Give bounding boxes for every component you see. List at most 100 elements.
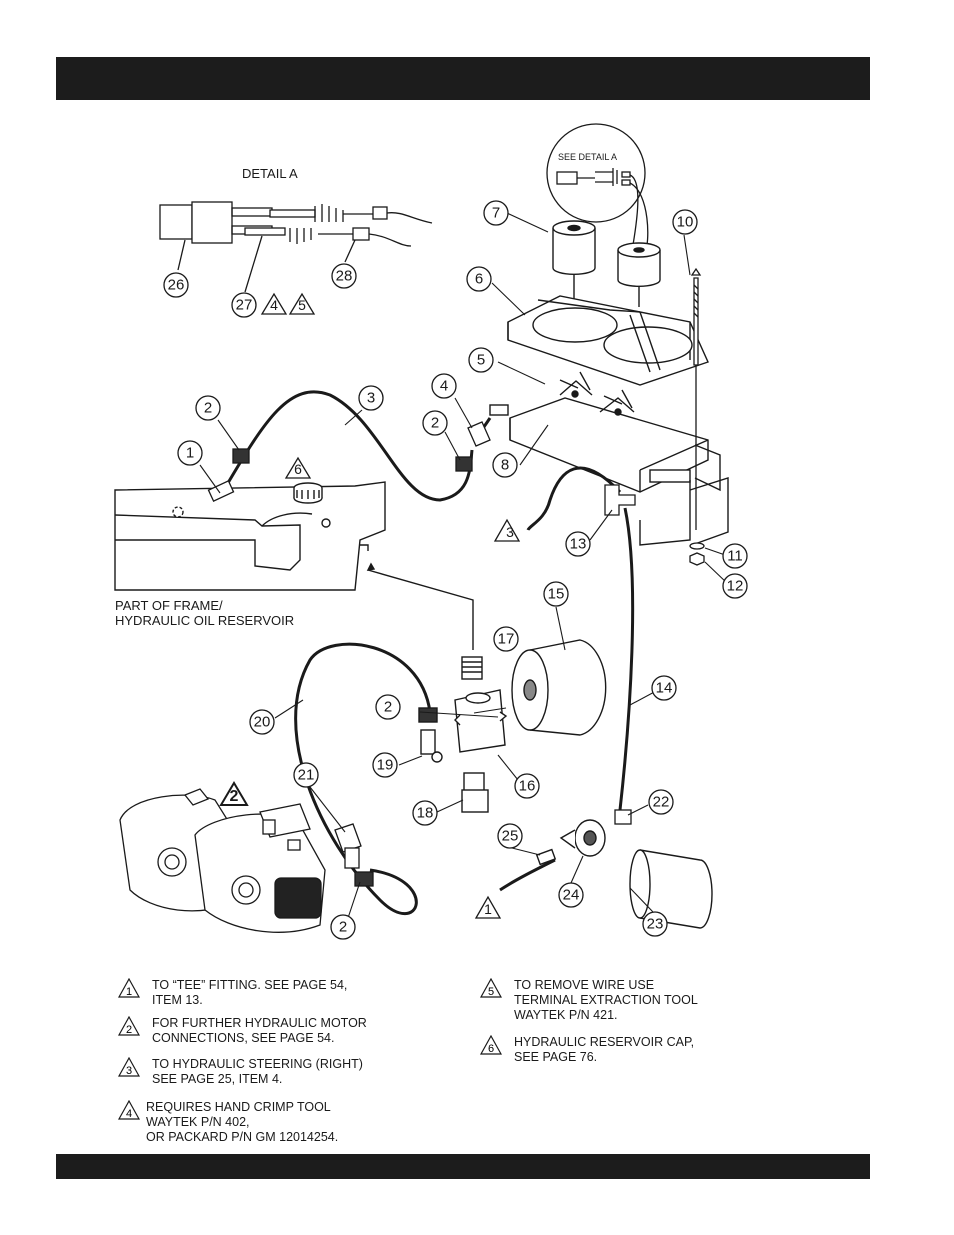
svg-text:17: 17 (498, 631, 515, 648)
callout-19: 19 (372, 752, 398, 778)
svg-text:28: 28 (336, 268, 353, 285)
callout-27: 27 (231, 292, 257, 318)
svg-text:16: 16 (519, 778, 536, 795)
svg-text:4: 4 (440, 378, 448, 395)
callout-21: 21 (293, 762, 319, 788)
svg-text:1: 1 (126, 986, 132, 998)
callout-23: 23 (642, 911, 668, 937)
note-3-line2: SEE PAGE 25, ITEM 4. (152, 1072, 283, 1086)
svg-text:10: 10 (677, 214, 694, 231)
note-3-flag: 3 (118, 1057, 140, 1077)
svg-text:15: 15 (548, 586, 565, 603)
svg-text:3: 3 (367, 390, 375, 407)
note-3-line1: TO HYDRAULIC STEERING (RIGHT) (152, 1057, 363, 1071)
frame-label-line2: HYDRAULIC OIL RESERVOIR (115, 613, 294, 628)
flag-5: 5 (298, 297, 306, 313)
note-4-line2: WAYTEK P/N 402, (146, 1115, 250, 1129)
note-flags: 4 5 6 3 2 1 (219, 292, 521, 919)
callout-11: 11 (722, 543, 748, 569)
note-4-line3: OR PACKARD P/N GM 12014254. (146, 1130, 339, 1144)
svg-text:22: 22 (653, 794, 670, 811)
svg-text:23: 23 (647, 916, 664, 933)
fan-motors (552, 220, 661, 325)
note-4-line1: REQUIRES HAND CRIMP TOOL (146, 1100, 331, 1114)
callout-2: 2 (422, 410, 448, 436)
svg-text:13: 13 (570, 536, 587, 553)
detail-a-label: DETAIL A (242, 166, 298, 181)
svg-text:6: 6 (475, 271, 483, 288)
callout-16: 16 (514, 773, 540, 799)
callout-15: 15 (543, 581, 569, 607)
hose-fittings (207, 421, 636, 825)
svg-text:2: 2 (126, 1024, 132, 1036)
header-bar (56, 57, 870, 100)
flag-1: 1 (484, 901, 492, 917)
callout-17: 17 (493, 626, 519, 652)
frame-label-line1: PART OF FRAME/ (115, 598, 223, 613)
oil-cooler (489, 371, 729, 546)
note-6-line1: HYDRAULIC RESERVOIR CAP, (514, 1035, 695, 1049)
svg-text:19: 19 (377, 757, 394, 774)
callout-20: 20 (249, 709, 275, 735)
callout-14: 14 (651, 675, 677, 701)
note-5-flag: 5 (480, 978, 502, 998)
svg-text:26: 26 (168, 277, 185, 294)
flag-3: 3 (506, 524, 514, 540)
callout-4: 4 (431, 373, 457, 399)
svg-text:2: 2 (204, 400, 212, 417)
note-1-line1: TO “TEE” FITTING. SEE PAGE 54, (152, 978, 348, 992)
note-2-line1: FOR FURTHER HYDRAULIC MOTOR (152, 1016, 367, 1030)
callout-22: 22 (648, 789, 674, 815)
callout-12: 12 (722, 573, 748, 599)
svg-text:2: 2 (431, 415, 439, 432)
note-5-line1: TO REMOVE WIRE USE (514, 978, 655, 992)
svg-text:1: 1 (186, 445, 194, 462)
note-4-flag: 4 (118, 1100, 140, 1120)
callout-2: 2 (195, 395, 221, 421)
flag-2: 2 (230, 788, 239, 805)
svg-text:14: 14 (656, 680, 673, 697)
svg-text:7: 7 (492, 205, 500, 222)
note-5-line2: TERMINAL EXTRACTION TOOL (514, 993, 698, 1007)
svg-text:2: 2 (339, 919, 347, 936)
callout-8: 8 (492, 452, 518, 478)
svg-text:3: 3 (126, 1065, 132, 1077)
note-6-line2: SEE PAGE 76. (514, 1050, 598, 1064)
see-detail-a-label: SEE DETAIL A (558, 152, 617, 162)
callout-25: 25 (497, 823, 523, 849)
callout-13: 13 (565, 531, 591, 557)
svg-text:21: 21 (298, 767, 315, 784)
svg-text:27: 27 (236, 297, 253, 314)
callout-2: 2 (375, 694, 401, 720)
detail-a: DETAIL A (159, 166, 433, 293)
svg-text:11: 11 (727, 548, 743, 565)
callout-18: 18 (412, 800, 438, 826)
spin-on-filter (535, 819, 713, 929)
callout-7: 7 (483, 200, 509, 226)
svg-text:4: 4 (126, 1108, 132, 1120)
svg-text:18: 18 (417, 805, 434, 822)
svg-text:20: 20 (254, 714, 271, 731)
note-2-flag: 2 (118, 1016, 140, 1036)
callout-24: 24 (558, 882, 584, 908)
callout-1: 1 (177, 440, 203, 466)
callout-2: 2 (330, 914, 356, 940)
note-6-flag: 6 (480, 1035, 502, 1055)
callouts: 1 2 2 2 2 3 4 5 6 7 8 10 11 12 13 14 15 … (163, 200, 748, 940)
callout-28: 28 (331, 263, 357, 289)
flag-4: 4 (270, 297, 278, 313)
filter-assembly (418, 639, 607, 813)
svg-text:2: 2 (384, 699, 392, 716)
svg-text:6: 6 (488, 1043, 494, 1055)
svg-text:5: 5 (488, 986, 494, 998)
callout-26: 26 (163, 272, 189, 298)
see-detail-a-circle: SEE DETAIL A (546, 123, 649, 254)
callout-6: 6 (466, 266, 492, 292)
svg-text:8: 8 (501, 457, 509, 474)
note-1-line2: ITEM 13. (152, 993, 203, 1007)
svg-text:5: 5 (477, 352, 485, 369)
svg-text:12: 12 (727, 578, 744, 595)
footer-bar (56, 1154, 870, 1179)
callout-3: 3 (358, 385, 384, 411)
